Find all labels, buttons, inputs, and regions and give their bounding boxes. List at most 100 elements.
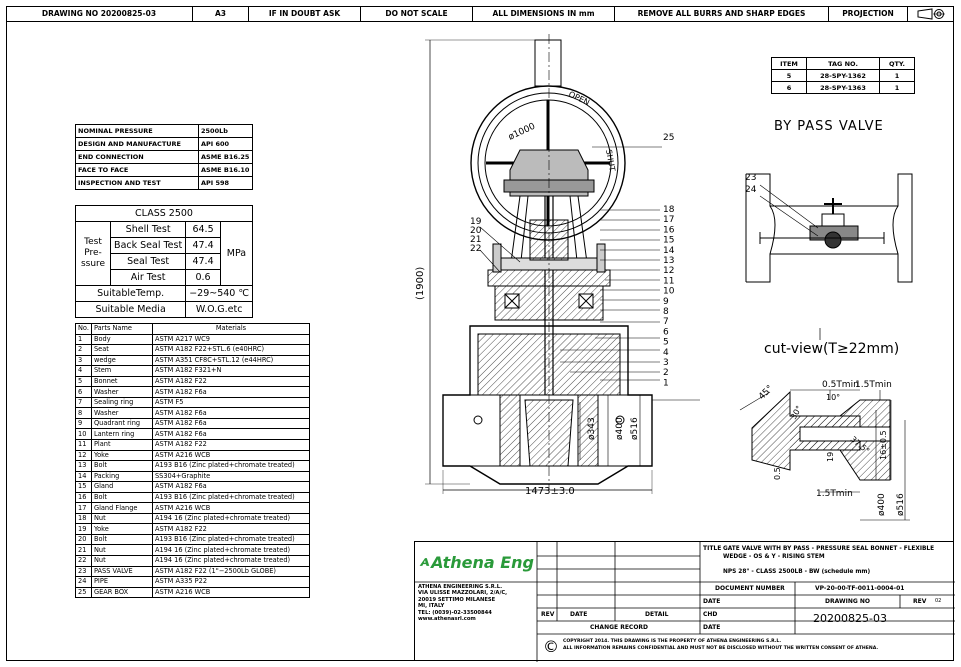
address-line: VIA ULISSE MAZZOLARI, 2/A/C, [418,590,508,597]
part-material: A194 16 (Zinc plated+chromate treated) [151,555,311,567]
cut-view-label: cut-view(T≥22mm) [764,341,900,357]
part-material: A193 B16 (Zinc plated+chromate treated) [151,533,311,546]
header-drawing-no: DRAWING NO 20200825-03 [6,6,193,21]
part-material: ASTM A335 P22 [151,576,311,588]
part-material: ASTM A216 WCB [151,586,311,599]
media-label: Suitable Media [74,301,187,318]
address-line: TEL: (0039)-02-33500844 [418,609,492,616]
projection-symbol-icon [908,6,954,21]
part-material: ASTM A182 F22 (1"−2500Lb GLOBE) [151,565,311,578]
title-value: GATE VALVE WITH BY PASS - PRESSURE SEAL … [723,546,935,560]
detail-angle-10: 10° [826,393,840,402]
detail-t15b: 1.5Tmin [816,489,853,499]
balloon-3: 3 [663,358,669,368]
bore-dim-400: ø400 [615,417,625,440]
balloon-4: 4 [663,348,669,358]
item-cell: 1 [879,81,915,94]
bypass-balloon-23: 23 [745,173,756,183]
class-table: CLASS 2500 Test Pre-ssure Shell Test 64.… [74,205,254,318]
detail-r16: 16±0.5 [879,430,888,460]
header-strip: DRAWING NO 20200825-03 A3 IF IN DOUBT AS… [6,6,954,22]
athena-logo-icon [419,558,430,566]
width-dimension: 1473±3.0 [525,486,575,497]
shut-label: SHUT [604,149,617,172]
weld-detail-icon [739,389,910,521]
part-material: A194 16 (Zinc plated+chromate treated) [151,512,311,525]
balloon-18: 18 [663,205,675,215]
doc-number-label: DOCUMENT NUMBER [715,585,785,592]
rev-value: 02 [935,598,942,604]
doc-number: VP-20-00-TF-0011-0004-01 [815,585,905,592]
address-line: www.athenasrl.com [418,616,476,623]
balloon-15: 15 [663,236,674,246]
address-line: ATHENA ENGINEERING S.R.L. [418,584,503,590]
title-block-grid [415,542,955,662]
address-line: MI, ITALY [418,603,445,610]
bypass-title: BY PASS VALVE [774,119,884,134]
copyright-text-2: ALL INFORMATION REMAINS CONFIDENTIAL AND… [563,646,879,651]
rev-col: REV [541,611,555,618]
date-label: DATE [703,598,721,605]
balloon-9: 9 [663,297,669,307]
header-size: A3 [193,6,249,21]
balloon-13: 13 [663,256,674,266]
drawing-number: 20200825-03 [813,612,887,625]
drawing-no-label: DRAWING NO [825,598,870,605]
test-pressure-label: Test Pre-ssure [75,221,111,286]
bypass-balloon-24: 24 [745,185,757,195]
balloon-1: 1 [663,378,669,388]
rev-label: REV [913,598,927,605]
balloon-19: 19 [470,217,482,227]
bore-dim-343: ø343 [587,417,597,440]
copyright-icon: © [543,637,559,656]
address-line: 20019 SETTIMO MILANESE [418,596,496,603]
company-address: ATHENA ENGINEERING S.R.L.VIA ULISSE MAZZ… [418,584,507,622]
part-material: A194 16 (Zinc plated+chromate treated) [151,544,311,557]
balloon-22: 22 [470,244,481,254]
bypass-valve-icon [745,173,913,283]
change-record: CHANGE RECORD [590,624,649,631]
header-projection: PROJECTION [829,6,908,21]
detail-r05: 0.5 [773,467,782,480]
balloon-2: 2 [663,368,669,378]
company-logo: Athena Eng [419,546,534,578]
item-table: ITEM TAG NO. QTY. 5 28-SPY-1362 1 6 28-S… [771,57,915,94]
header-doubt: IF IN DOUBT ASK [249,6,361,21]
balloon-17: 17 [663,215,674,225]
detail-angle-45: 45° [757,384,775,402]
date-col: DATE [570,611,588,618]
spec-label: INSPECTION AND TEST [75,176,199,190]
spec-value: API 598 [198,176,253,190]
media-value: W.O.G.etc [185,301,253,318]
temp-value: −29~540 ℃ [185,285,253,302]
balloon-20: 20 [470,226,482,236]
header-burrs: REMOVE ALL BURRS AND SHARP EDGES [615,6,829,21]
detail-col: DETAIL [645,611,669,618]
part-material: ASTM A216 WCB [151,502,311,514]
item-cell: 6 [771,81,807,94]
detail-d516: ø516 [896,493,906,516]
bore-dim-516: ø516 [630,417,640,440]
detail-t15: 1.5Tmin [855,380,892,390]
date-label-2: DATE [703,624,721,631]
header-dims: ALL DIMENSIONS IN mm [473,6,615,21]
copyright-text: COPYRIGHT 2014. THIS DRAWING IS THE PROP… [563,639,782,644]
balloon-6: 6 [663,327,669,337]
detail-t05: 0.5Tmin [822,380,859,390]
balloon-21: 21 [470,235,481,245]
balloon-25: 25 [663,133,674,143]
company-name: Athena Eng [431,552,534,572]
height-dimension: (1900) [415,267,426,300]
